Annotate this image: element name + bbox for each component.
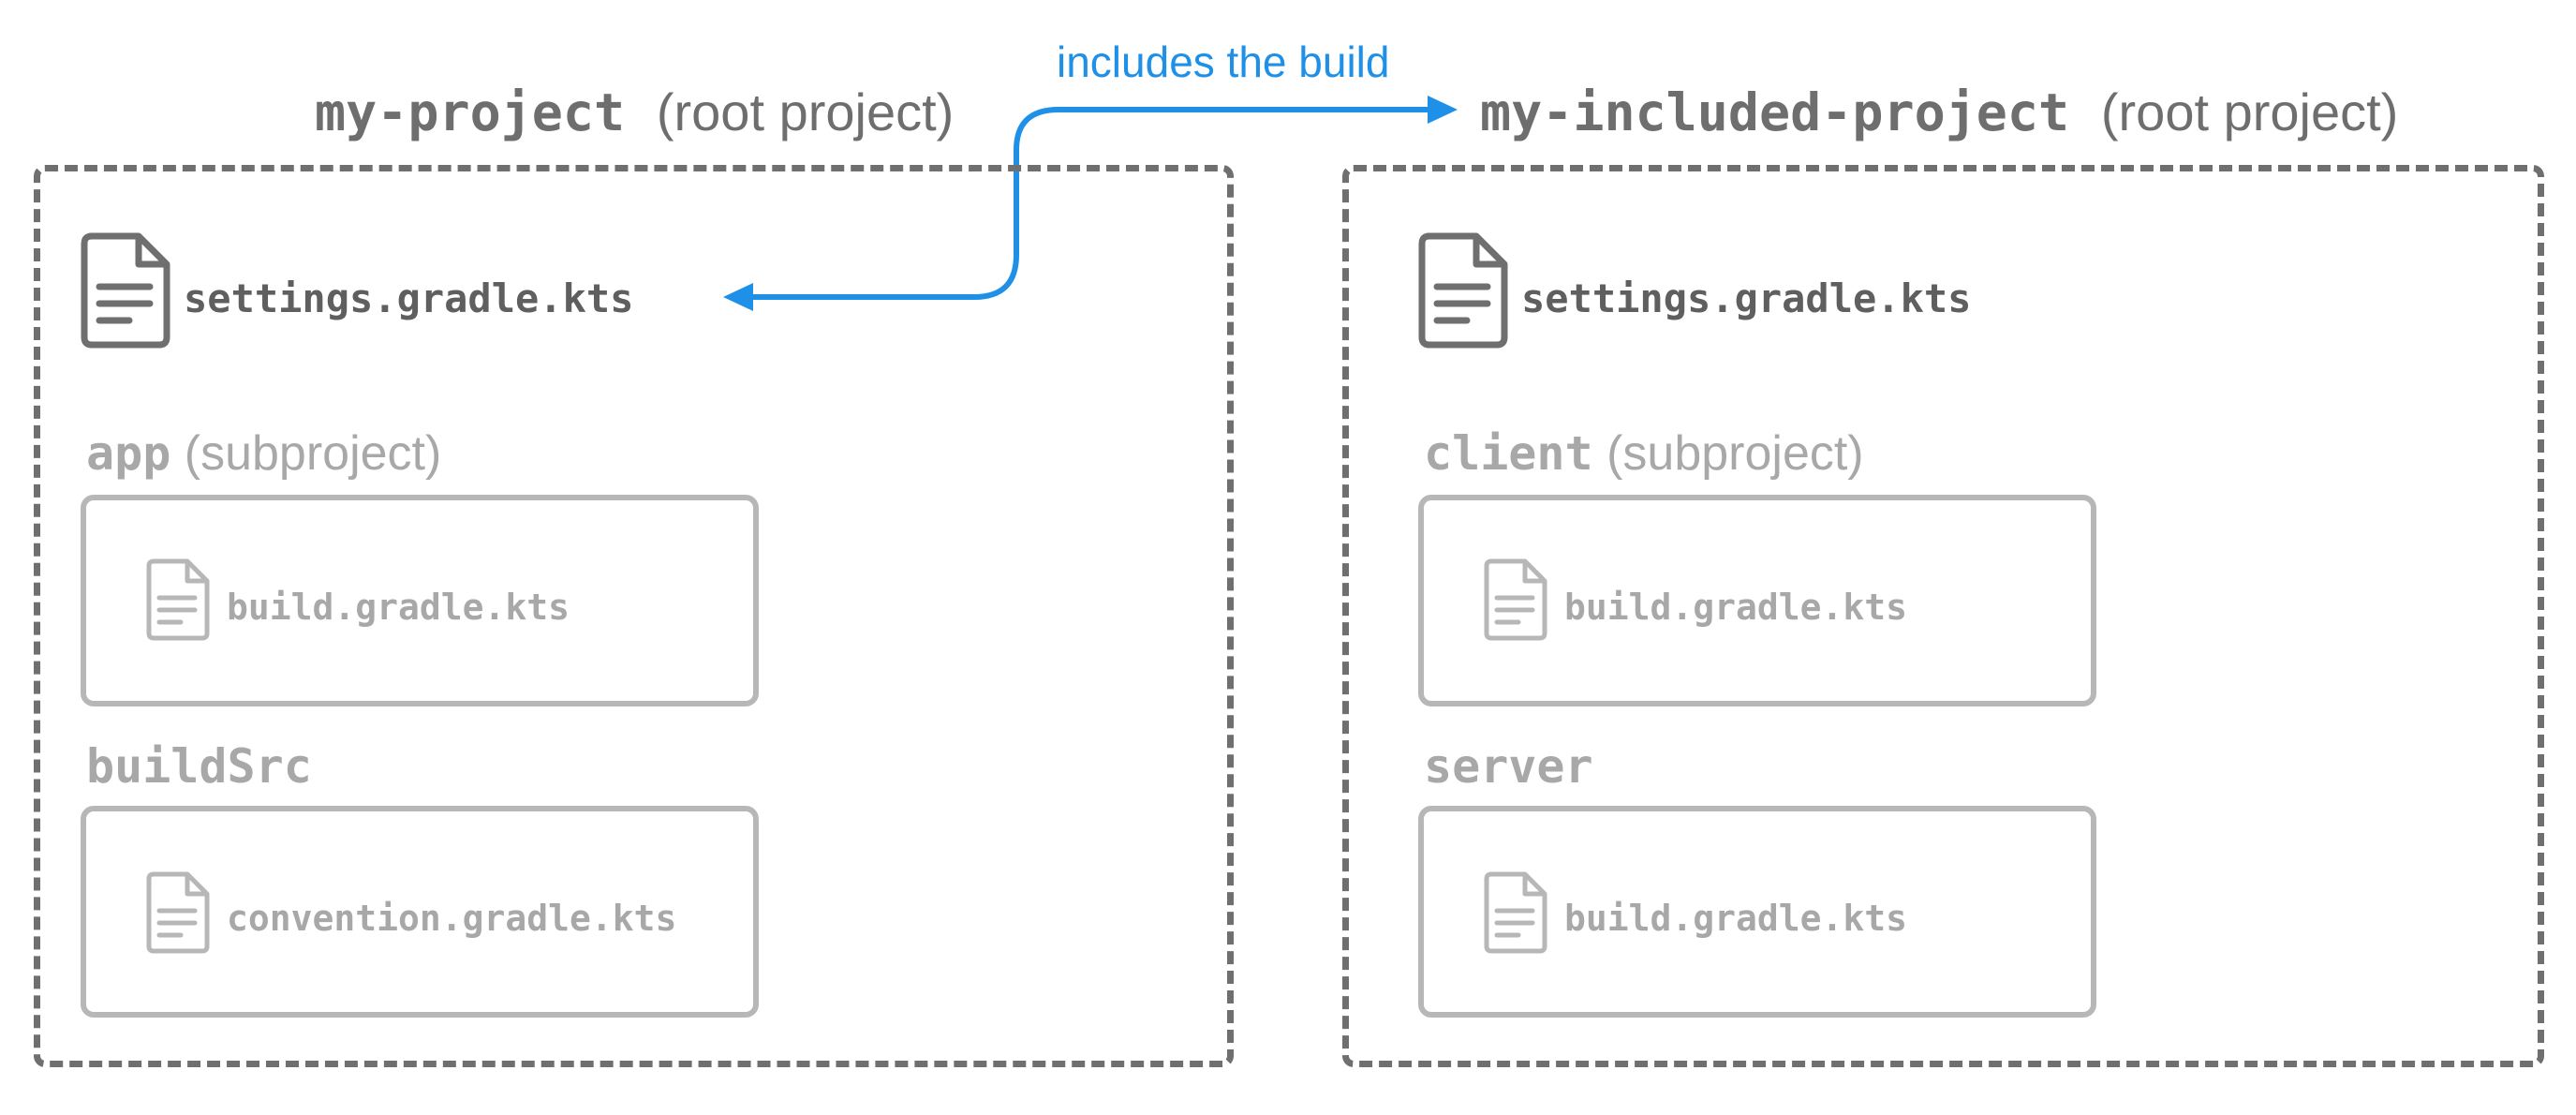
convention-file-icon <box>146 871 210 954</box>
buildsrc-label: buildSrc <box>86 736 312 796</box>
server-subproject-box <box>1418 806 2096 1018</box>
right-root-project-box <box>1342 165 2544 1067</box>
settings-file-icon <box>81 232 170 349</box>
left-root-project-box <box>34 165 1234 1067</box>
build-file-icon <box>146 558 210 641</box>
client-build-filename: build.gradle.kts <box>1564 587 1908 628</box>
server-build-filename: build.gradle.kts <box>1564 898 1908 939</box>
app-subproject-name: app <box>86 426 171 481</box>
build-file-icon <box>1484 558 1547 641</box>
client-subproject-label: client (subproject) <box>1424 424 1864 483</box>
server-subproject-name: server <box>1424 739 1593 794</box>
convention-filename: convention.gradle.kts <box>227 898 677 939</box>
left-project-title: my-project (root project) <box>315 81 954 145</box>
right-project-suffix: (root project) <box>2100 82 2399 141</box>
client-subproject-suffix: (subproject) <box>1606 426 1864 481</box>
app-build-filename: build.gradle.kts <box>227 587 570 628</box>
arrow-head-left <box>723 283 753 311</box>
build-file-icon <box>1484 871 1547 954</box>
right-project-title: my-included-project (root project) <box>1480 81 2398 145</box>
left-project-name: my-project <box>315 82 626 142</box>
buildsrc-box <box>81 806 759 1018</box>
arrow-path <box>740 107 1433 300</box>
right-settings-filename: settings.gradle.kts <box>1521 275 1972 321</box>
client-subproject-box <box>1418 495 2096 706</box>
left-settings-filename: settings.gradle.kts <box>184 275 634 321</box>
settings-file-icon <box>1418 232 1508 349</box>
arrow-head-right <box>1428 96 1458 124</box>
server-subproject-label: server <box>1424 736 1593 796</box>
app-subproject-suffix: (subproject) <box>184 426 442 481</box>
right-project-name: my-included-project <box>1480 82 2070 142</box>
client-subproject-name: client <box>1424 426 1593 481</box>
app-subproject-box <box>81 495 759 706</box>
app-subproject-label: app (subproject) <box>86 424 441 483</box>
arrow-label: includes the build <box>1057 37 1390 86</box>
left-project-suffix: (root project) <box>656 82 955 141</box>
buildsrc-name: buildSrc <box>86 739 312 794</box>
